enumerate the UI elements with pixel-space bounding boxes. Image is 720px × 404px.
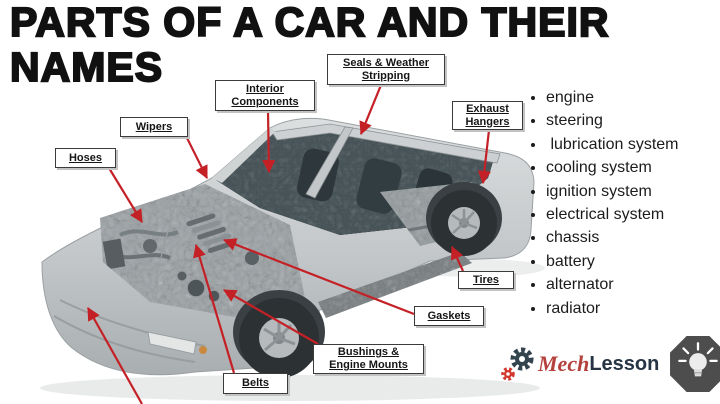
part-label-belts: Belts: [223, 373, 288, 394]
part-label-tires: Tires: [458, 271, 514, 289]
part-label-hoses: Hoses: [55, 148, 116, 168]
parts-list-item: steering: [546, 109, 679, 132]
part-label-interior-components: Interior Components: [215, 80, 315, 111]
rear-wheel: [426, 182, 502, 256]
lightbulb-badge-icon: [670, 336, 720, 392]
part-label-gaskets: Gaskets: [414, 306, 484, 326]
poster-title-line1: PARTS OF A CAR AND THEIR: [9, 0, 610, 46]
parts-list-item: alternator: [546, 273, 679, 296]
poster-title-line2: NAMES: [9, 44, 164, 91]
parts-list-item: lubrication system: [546, 133, 678, 156]
parts-list-item: chassis: [546, 226, 679, 249]
logo-text-lesson: Lesson: [589, 352, 660, 375]
gears-icon: [501, 347, 534, 381]
b-pillar-bar: [305, 126, 354, 199]
a-pillar: [212, 128, 276, 183]
parts-list-item: engine: [546, 86, 679, 109]
headlight: [147, 331, 197, 355]
roof-bar: [271, 123, 501, 164]
car-shadow: [40, 375, 540, 401]
parts-list-item: ignition system: [546, 180, 679, 203]
poster-title: PARTS OF A CAR AND THEIR NAMES: [9, 0, 610, 91]
turn-signal: [199, 346, 207, 354]
parts-list: enginesteering lubrication systemcooling…: [530, 86, 679, 320]
parts-list-item: cooling system: [546, 156, 679, 179]
part-label-seals-weather-stripping: Seals & Weather Stripping: [327, 54, 445, 85]
parts-list-item: radiator: [546, 297, 679, 320]
part-label-bushings-engine-mounts: Bushings & Engine Mounts: [313, 344, 424, 374]
part-label-wipers: Wipers: [120, 117, 188, 137]
parts-list-item: electrical system: [546, 203, 679, 226]
part-label-exhaust-hangers: Exhaust Hangers: [452, 101, 523, 130]
parts-list-item: battery: [546, 250, 679, 273]
logo-text-mech: Mech: [538, 351, 590, 376]
